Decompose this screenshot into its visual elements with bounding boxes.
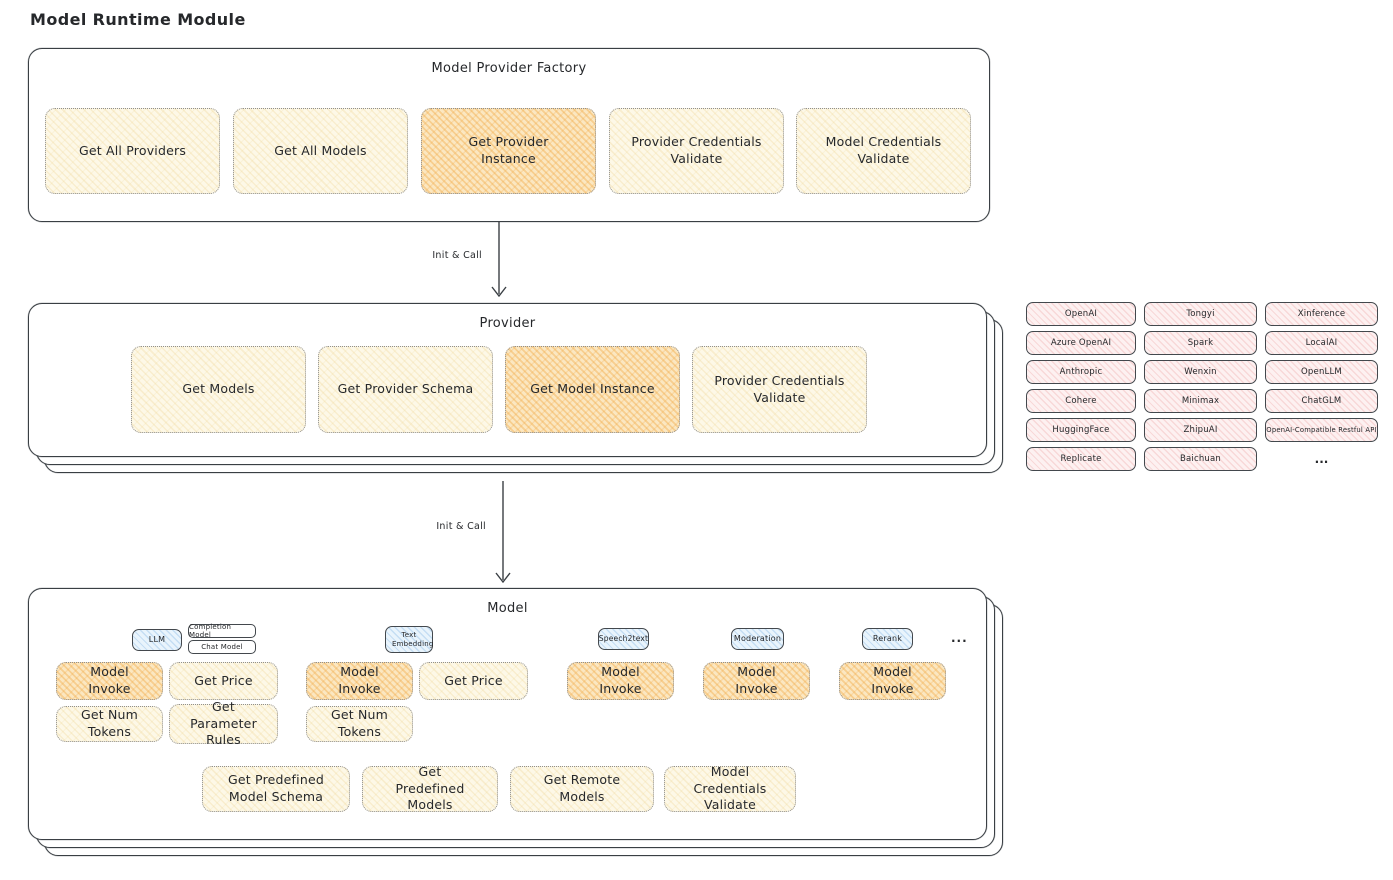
get-predefined-models-button[interactable]: Get Predefined Models xyxy=(362,763,498,813)
button-label: Model Invoke xyxy=(599,664,642,696)
provider-chip-azure-openai[interactable]: Azure OpenAI xyxy=(1026,331,1136,355)
tab-label: Speech2text xyxy=(598,633,649,643)
provider-credentials-validate-button-2[interactable]: Provider Credentials Validate xyxy=(692,346,867,433)
provider-chip-tongyi[interactable]: Tongyi xyxy=(1144,302,1257,326)
provider-chip-chatglm[interactable]: ChatGLM xyxy=(1265,389,1378,413)
button-label: Get Parameter Rules xyxy=(190,698,257,748)
subtab-chat-model[interactable]: Chat Model xyxy=(188,640,256,654)
button-label: Get Provider Schema xyxy=(337,381,474,397)
llm-model-invoke-button[interactable]: Model Invoke xyxy=(56,662,163,700)
button-label: Get All Models xyxy=(274,142,367,158)
button-label: Get Num Tokens xyxy=(80,707,139,739)
subtab-label: Completion Model xyxy=(189,623,232,639)
llm-get-parameter-rules-button[interactable]: Get Parameter Rules xyxy=(169,699,278,747)
get-provider-instance-button[interactable]: Get Provider Instance xyxy=(421,108,596,194)
provider-chip-openllm[interactable]: OpenLLM xyxy=(1265,360,1378,384)
speech2text-model-invoke-button[interactable]: Model Invoke xyxy=(567,662,674,700)
button-label: Model Invoke xyxy=(338,664,381,696)
factory-box: Model Provider Factory Get All Providers… xyxy=(28,48,990,222)
button-label: Model Invoke xyxy=(735,664,778,696)
get-all-models-button[interactable]: Get All Models xyxy=(233,108,408,194)
subtab-label: Chat Model xyxy=(201,643,243,651)
llm-get-num-tokens-button[interactable]: Get Num Tokens xyxy=(56,706,163,742)
moderation-model-invoke-button[interactable]: Model Invoke xyxy=(703,662,810,700)
button-label: Get Model Instance xyxy=(530,381,655,397)
text-embedding-model-invoke-button[interactable]: Model Invoke xyxy=(306,662,413,700)
button-label: Model Invoke xyxy=(88,664,131,696)
get-models-button[interactable]: Get Models xyxy=(131,346,306,433)
button-label: Model Invoke xyxy=(871,664,914,696)
provider-catalog-grid: OpenAI Tongyi Xinference Azure OpenAI Sp… xyxy=(1026,302,1378,471)
button-label: Model Credentials Validate xyxy=(693,763,767,813)
tab-moderation[interactable]: Moderation xyxy=(731,628,784,650)
button-label: Get Predefined Model Schema xyxy=(228,772,324,804)
provider-chip-zhipuai[interactable]: ZhipuAI xyxy=(1144,418,1257,442)
button-label: Get Provider Instance xyxy=(468,134,549,166)
llm-get-price-button[interactable]: Get Price xyxy=(169,662,278,700)
provider-title: Provider xyxy=(479,316,536,331)
tab-speech2text[interactable]: Speech2text xyxy=(598,628,649,650)
get-predefined-model-schema-button[interactable]: Get Predefined Model Schema xyxy=(202,766,350,812)
button-label: Get All Providers xyxy=(78,142,187,158)
provider-chip-openai-compatible-restful-api[interactable]: OpenAI-Compatible Restful API xyxy=(1265,418,1378,442)
button-label: Get Num Tokens xyxy=(330,707,389,739)
model-tabs-ellipsis: ... xyxy=(951,631,968,645)
button-label: Model Credentials Validate xyxy=(825,134,942,166)
tab-text-embedding[interactable]: Text Embedding xyxy=(385,626,433,653)
init-call-arrow-down-icon xyxy=(491,221,507,297)
init-call-arrow-down-icon xyxy=(495,481,511,583)
provider-chip-cohere[interactable]: Cohere xyxy=(1026,389,1136,413)
button-label: Get Price xyxy=(444,672,503,688)
provider-chip-openai[interactable]: OpenAI xyxy=(1026,302,1136,326)
tab-llm[interactable]: LLM xyxy=(132,629,182,651)
provider-box: Provider Get Models Get Provider Schema … xyxy=(28,303,987,457)
button-label: Get Price xyxy=(194,672,253,688)
subtab-completion-model[interactable]: Completion Model xyxy=(188,623,256,639)
provider-chip-replicate[interactable]: Replicate xyxy=(1026,447,1136,471)
provider-chip-huggingface[interactable]: HuggingFace xyxy=(1026,418,1136,442)
provider-chip-spark[interactable]: Spark xyxy=(1144,331,1257,355)
init-call-label: Init & Call xyxy=(436,521,486,532)
get-provider-schema-button[interactable]: Get Provider Schema xyxy=(318,346,493,433)
text-embedding-get-price-button[interactable]: Get Price xyxy=(419,662,528,700)
provider-chip-baichuan[interactable]: Baichuan xyxy=(1144,447,1257,471)
text-embedding-get-num-tokens-button[interactable]: Get Num Tokens xyxy=(306,706,413,742)
tab-rerank[interactable]: Rerank xyxy=(862,628,913,650)
model-credentials-validate-button-2[interactable]: Model Credentials Validate xyxy=(664,763,796,813)
get-model-instance-button[interactable]: Get Model Instance xyxy=(505,346,680,433)
provider-credentials-validate-button[interactable]: Provider Credentials Validate xyxy=(609,108,784,194)
tab-label: Moderation xyxy=(733,634,782,644)
provider-chip-xinference[interactable]: Xinference xyxy=(1265,302,1378,326)
provider-chip-localai[interactable]: LocalAI xyxy=(1265,331,1378,355)
provider-chip-wenxin[interactable]: Wenxin xyxy=(1144,360,1257,384)
tab-label: LLM xyxy=(148,635,166,645)
button-label: Provider Credentials Validate xyxy=(631,134,762,166)
button-label: Get Remote Models xyxy=(543,772,621,804)
page-title: Model Runtime Module xyxy=(30,10,246,29)
get-remote-models-button[interactable]: Get Remote Models xyxy=(510,766,654,812)
button-label: Get Models xyxy=(182,381,255,397)
init-call-label: Init & Call xyxy=(432,250,482,261)
provider-catalog-ellipsis: ... xyxy=(1314,452,1329,466)
factory-title: Model Provider Factory xyxy=(431,61,587,76)
tab-label: Rerank xyxy=(872,634,903,644)
tab-label: Text Embedding xyxy=(392,631,434,648)
model-title: Model xyxy=(487,601,528,616)
button-label: Get Predefined Models xyxy=(395,763,465,813)
provider-chip-anthropic[interactable]: Anthropic xyxy=(1026,360,1136,384)
rerank-model-invoke-button[interactable]: Model Invoke xyxy=(839,662,946,700)
get-all-providers-button[interactable]: Get All Providers xyxy=(45,108,220,194)
model-box: Model LLM Completion Model Chat Model Te… xyxy=(28,588,987,840)
provider-chip-minimax[interactable]: Minimax xyxy=(1144,389,1257,413)
model-credentials-validate-button[interactable]: Model Credentials Validate xyxy=(796,108,971,194)
button-label: Provider Credentials Validate xyxy=(714,372,845,405)
